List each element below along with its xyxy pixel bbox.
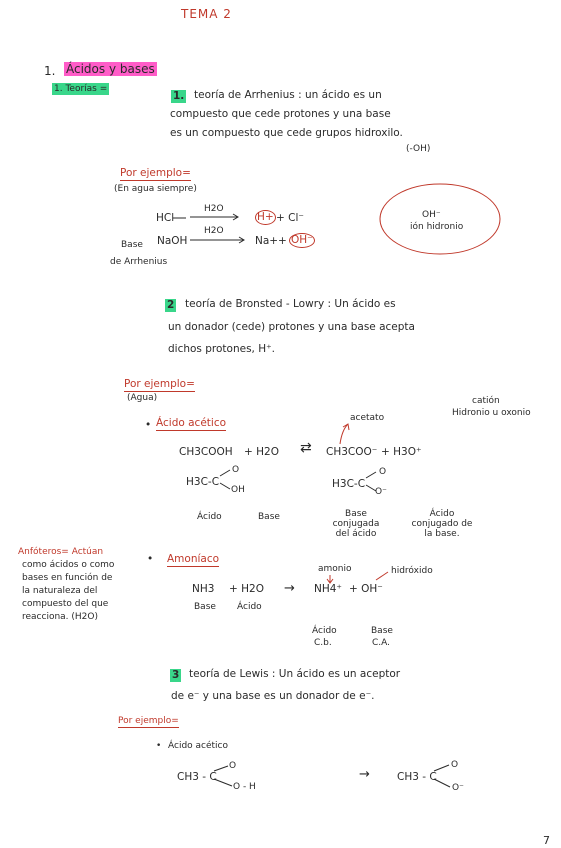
acetato-label: acetato: [350, 413, 385, 423]
anfoteros-line-6: reacciona. (H2O): [22, 612, 98, 622]
struct2-o: O: [379, 467, 387, 477]
label-base-1: Base: [258, 512, 280, 522]
anfoteros-line-4: la naturaleza del: [22, 586, 98, 596]
lewis-arrow: →: [359, 767, 370, 782]
lewis-right-ominus: O⁻: [452, 783, 464, 793]
base-label-1: Base: [121, 240, 143, 250]
struct1-main: H3C-C: [186, 476, 220, 488]
acetic-title: Ácido acético: [156, 417, 227, 431]
nh3-base-label: Base: [194, 602, 216, 612]
lewis-left-o: O: [229, 761, 237, 771]
cation-label-2: Hidronio u oxonio: [452, 408, 531, 418]
lewis-right-main: CH3 - C: [397, 771, 437, 783]
lewis-right-o: O: [451, 760, 459, 770]
oh-product: + OH⁻: [349, 583, 383, 595]
prod-acido-label: Ácido: [312, 626, 337, 636]
circle-text-2: ión hidronio: [410, 222, 464, 232]
theory-number-2: 2: [165, 299, 177, 312]
base-label-2: de Arrhenius: [110, 257, 168, 267]
label-base-conj: Base conjugada del ácido: [332, 509, 380, 539]
acetic-product-2: + H3O⁺: [381, 446, 422, 458]
example-label-2: Por ejemplo=: [124, 378, 195, 392]
acetic-reactant-1: CH3COOH: [179, 446, 233, 458]
nh4-product: NH4⁺: [314, 583, 342, 595]
amoniaco-title: Amoníaco: [167, 553, 220, 567]
acetic-product-1: CH3COO⁻: [326, 446, 378, 458]
arrhenius-line-3: es un compuesto que cede grupos hidroxil…: [170, 127, 403, 139]
lewis-line-2: de e⁻ y una base es un donador de e⁻.: [171, 690, 375, 702]
struct1-oh: OH: [231, 485, 245, 495]
circle-text-1: OH⁻: [422, 210, 441, 220]
bronsted-line-1: teoría de Bronsted - Lowry : Un ácido es: [185, 298, 396, 310]
anfoteros-line-3: bases en función de: [22, 573, 113, 583]
prod-ca-label: C.A.: [372, 638, 391, 648]
example-note-1: (En agua siempre): [114, 184, 197, 194]
r1-product-1: H+: [255, 210, 276, 225]
anfoteros-line-1: Anfóteros= Actúan: [18, 547, 104, 557]
anfoteros-line-2: como ácidos o como: [22, 560, 115, 570]
r2-product-2: OH⁻: [289, 233, 315, 248]
nh3-water: + H2O: [229, 583, 264, 595]
struct2-ominus: O⁻: [375, 487, 387, 497]
subsection-title: 1. Teorías =: [52, 83, 110, 95]
r1-product-2: + Cl⁻: [276, 212, 304, 224]
label-acido-conj: Ácido conjugado de la base.: [411, 509, 473, 539]
example-note-2: (Agua): [127, 393, 158, 403]
nh3-arrow: →: [284, 581, 295, 596]
prod-cb-label: C.b.: [314, 638, 332, 648]
anfoteros-line-5: compuesto del que: [22, 599, 109, 609]
bronsted-line-3: dichos protones, H⁺.: [168, 343, 275, 355]
page-title: TEMA 2: [181, 7, 232, 21]
arrhenius-line-1: teoría de Arrhenius : un ácido es un: [194, 89, 382, 101]
theory-number-3: 3: [170, 669, 182, 682]
arrhenius-line-4: (-OH): [406, 144, 431, 154]
amonio-label: amonio: [318, 564, 352, 574]
label-acido-1: Ácido: [197, 512, 222, 522]
r1-reactant: HCl: [156, 212, 175, 224]
theory-number-1: 1.: [171, 90, 187, 103]
section-number: 1.: [44, 64, 56, 78]
bullet-acetic: •: [145, 419, 152, 431]
bronsted-line-2: un donador (cede) protones y una base ac…: [168, 321, 415, 333]
lewis-left-oh: O - H: [233, 782, 256, 792]
struct2-main: H3C-C: [332, 478, 366, 490]
example-label-3: Por ejemplo=: [118, 716, 179, 728]
section-title: Ácidos y bases: [64, 62, 157, 76]
prod-base-label: Base: [371, 626, 393, 636]
lewis-acetic-title: Ácido acético: [168, 741, 229, 751]
r2-reactant: NaOH: [157, 235, 188, 247]
r2-condition: H2O: [204, 226, 224, 236]
nh3-acido-label: Ácido: [237, 602, 262, 612]
acetic-reactant-2: + H2O: [244, 446, 279, 458]
struct1-o: O: [232, 465, 240, 475]
equilibrium-arrow: ⇄: [300, 440, 312, 456]
hidroxido-label: hidróxido: [391, 566, 433, 576]
arrhenius-line-2: compuesto que cede protones y una base: [170, 108, 391, 120]
example-label-1: Por ejemplo=: [120, 167, 191, 181]
lewis-line-1: teoría de Lewis : Un ácido es un aceptor: [189, 668, 401, 680]
bullet-lewis: •: [156, 741, 162, 751]
r1-condition: H2O: [204, 204, 224, 214]
bullet-amoniaco: •: [147, 553, 154, 565]
lewis-left-main: CH3 - C: [177, 771, 217, 783]
r2-plus: +: [278, 235, 287, 247]
page-number: 7: [543, 834, 550, 847]
cation-label-1: catión: [472, 396, 500, 406]
nh3-reactant: NH3: [192, 583, 215, 595]
r2-product-1: Na+: [255, 235, 279, 247]
